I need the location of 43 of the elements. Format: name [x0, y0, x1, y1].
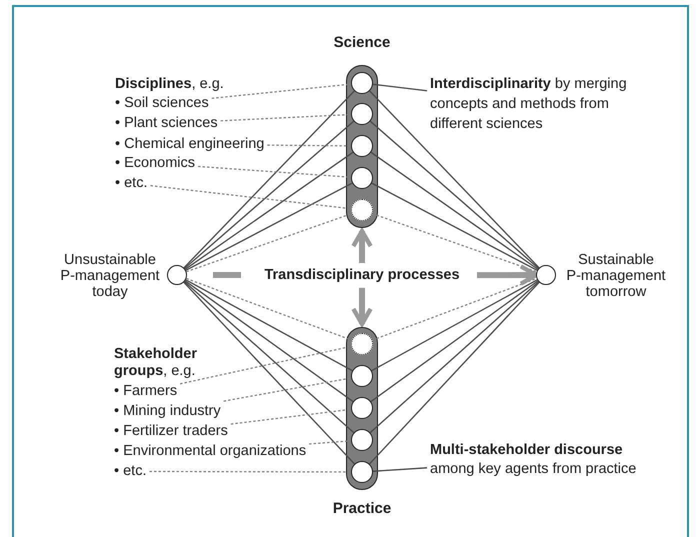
annotation-heading: Multi-stakeholder discourse [430, 441, 623, 460]
connector-line [370, 120, 539, 269]
arrow [351, 228, 373, 263]
connector-line [369, 282, 540, 464]
node-label: Unsustainable P-management today [59, 252, 161, 300]
list-item: • etc. [115, 174, 148, 193]
connector-line [184, 152, 354, 270]
leader-line [372, 467, 428, 472]
list-item: • Fertilizer traders [114, 422, 228, 441]
list-item: • Soil sciences [115, 94, 209, 113]
annotation-text: Interdisciplinarity by merging concepts and methods from different sciences [430, 74, 645, 134]
connector-line [370, 280, 538, 402]
circle-node [167, 265, 187, 285]
connector-line [183, 90, 355, 268]
connector-line [184, 280, 354, 402]
connector-line [369, 90, 540, 268]
heading: Science [332, 33, 392, 52]
connector-line [371, 182, 538, 271]
leader-line [372, 84, 428, 92]
arrow [476, 264, 538, 286]
connector-line [370, 152, 538, 270]
connector-line [185, 279, 353, 372]
section-heading: Disciplines, e.g. [115, 75, 225, 94]
heading: Practice [332, 499, 392, 518]
list-item: • Chemical engineering [115, 135, 264, 154]
list-item: • Plant sciences [115, 114, 218, 133]
arrow [351, 288, 373, 326]
list-item: • Environmental organizations [114, 442, 306, 461]
process-label: Transdisciplinary processes [250, 266, 474, 285]
connector-line [371, 279, 538, 372]
section-heading: Stakeholder groups, e.g. [114, 346, 198, 380]
list-item: • etc. [114, 462, 146, 481]
connector-line [183, 282, 355, 464]
connector-line [370, 281, 539, 434]
list-item: • Mining industry [114, 402, 221, 421]
node-label: Sustainable P-management tomorrow [565, 252, 667, 300]
annotation-text: among key agents from practice [430, 460, 636, 479]
list-item: • Economics [115, 154, 196, 173]
list-item: • Farmers [114, 382, 178, 401]
circle-node [536, 265, 556, 285]
connector-line [186, 182, 353, 271]
connector-line [184, 281, 354, 434]
connector-line [184, 120, 354, 269]
